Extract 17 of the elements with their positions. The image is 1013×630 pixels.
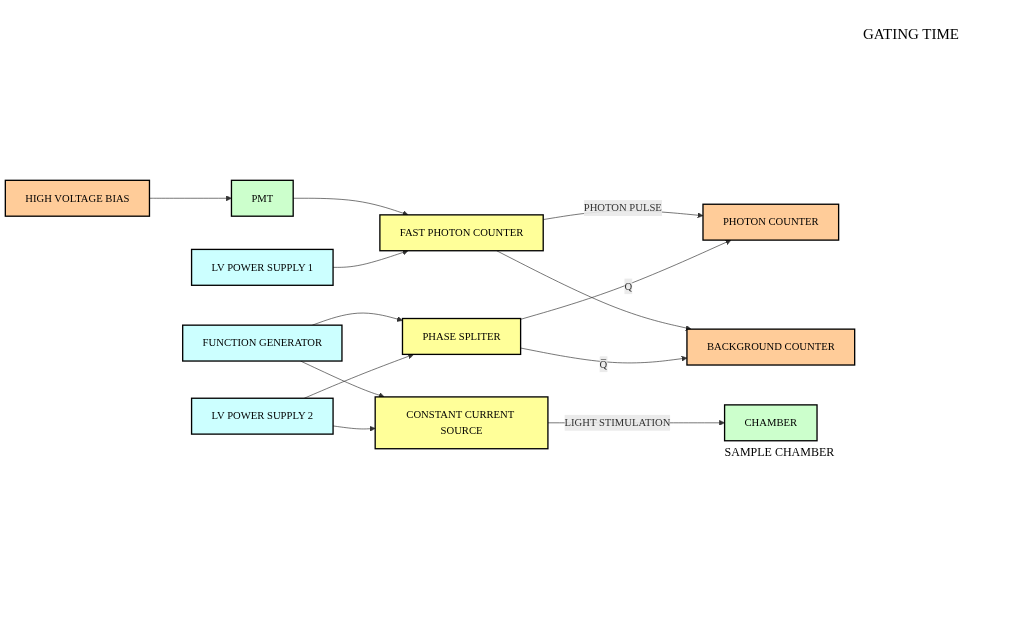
node-box: FAST PHOTON COUNTER (379, 214, 544, 252)
node-box: BACKGROUND COUNTER (686, 328, 856, 367)
node-box: PMT (230, 180, 294, 218)
node-box: FUNCTION GENERATOR (182, 324, 343, 363)
edge-label: Q (624, 280, 633, 293)
node-box: CHAMBER (723, 404, 818, 442)
node-box: PHASE SPLITER (401, 318, 522, 356)
node-box: CONSTANT CURRENT SOURCE (374, 396, 549, 450)
node-box: LV POWER SUPPLY 1 (190, 249, 334, 287)
node-box: PHOTON COUNTER (702, 204, 840, 242)
node-box: LV POWER SUPPLY 2 (190, 398, 334, 436)
node-caption: SAMPLE CHAMBER (724, 445, 835, 461)
edge-label: Q̅ (599, 358, 608, 371)
edge-label: LIGHT STIMULATION (564, 417, 671, 429)
edge-label: PHOTON PULSE (583, 202, 662, 214)
node-box: HIGH VOLTAGE BIAS (4, 180, 151, 218)
note-label: GATING TIME (863, 26, 960, 43)
